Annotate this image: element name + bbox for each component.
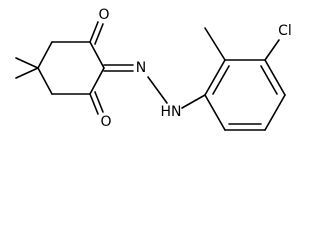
nitrogen-amine-label: HN bbox=[161, 104, 182, 120]
bond-c6-c5 bbox=[37, 67, 53, 95]
amine-aryl-bond bbox=[181, 94, 206, 109]
gem-dimethyl bbox=[15, 57, 39, 79]
ring-bond-4 bbox=[264, 94, 286, 131]
dione-ring bbox=[37, 41, 105, 95]
ring-bond-3 bbox=[264, 59, 286, 96]
carbonyl-bottom-bond-a bbox=[89, 93, 99, 115]
ring-inner-bond-a bbox=[212, 65, 230, 95]
aryl-chlorine-bond bbox=[264, 39, 280, 61]
bond-c3-c2 bbox=[89, 41, 105, 69]
chemical-structure-diagram: O O N HN Cl bbox=[15, 7, 292, 131]
methyl-bond-upper bbox=[15, 57, 39, 69]
bond-c4-c3 bbox=[89, 67, 105, 95]
carbonyl-top-bond-b bbox=[94, 23, 104, 45]
carbonyl-bottom: O bbox=[89, 91, 112, 130]
carbonyl-top: O bbox=[89, 7, 110, 45]
oxygen-top-label: O bbox=[98, 7, 109, 23]
carbonyl-bottom-bond-b bbox=[94, 91, 104, 113]
bond-c1-c6 bbox=[37, 41, 53, 69]
imine-double-bond bbox=[103, 64, 134, 72]
benzene-ring bbox=[204, 59, 286, 131]
carbonyl-top-bond-a bbox=[89, 21, 99, 43]
oxygen-bottom-label: O bbox=[100, 114, 111, 130]
ring-bond-6 bbox=[204, 94, 226, 131]
ring-inner-bond-b bbox=[260, 65, 278, 95]
aryl-methyl-bond bbox=[204, 27, 226, 61]
ring-bond-1 bbox=[204, 59, 226, 96]
hydrazone-n-n-bond bbox=[147, 76, 168, 104]
methyl-bond-lower bbox=[15, 67, 39, 79]
nitrogen-imine-label: N bbox=[136, 60, 146, 76]
chlorine-label: Cl bbox=[278, 23, 292, 39]
